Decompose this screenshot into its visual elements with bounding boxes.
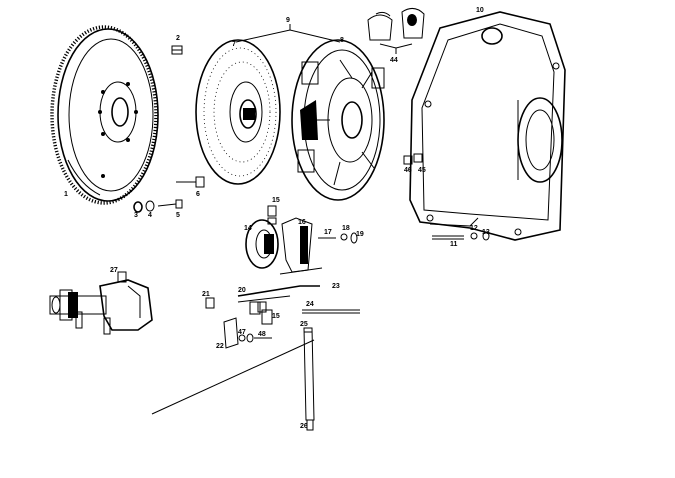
small-bolts-left: [205, 297, 272, 349]
label-20: 20: [238, 287, 246, 294]
label-4: 4: [148, 212, 152, 219]
label-8: 8: [340, 37, 344, 44]
label-21: 21: [202, 291, 210, 298]
cover-pieces: [367, 8, 425, 41]
label-11: 11: [450, 241, 458, 248]
clutch-disc: [195, 39, 281, 185]
label-24: 24: [306, 301, 314, 308]
slave-cylinder: [49, 271, 153, 335]
label-15a: 15: [272, 197, 280, 204]
label-5: 5: [176, 212, 180, 219]
flywheel: [50, 25, 159, 205]
label-1: 1: [64, 191, 68, 198]
leader-line-left: [151, 339, 315, 415]
label-44: 44: [390, 57, 398, 64]
label-15b: 15: [272, 313, 280, 320]
label-19: 19: [356, 231, 364, 238]
label-6: 6: [196, 191, 200, 198]
flywheel-bolts-washers: [133, 45, 205, 213]
label-18: 18: [342, 225, 350, 232]
label-22: 22: [216, 343, 224, 350]
label-2: 2: [176, 35, 180, 42]
shaft-24: [302, 309, 360, 314]
small-bolts-right: [403, 153, 490, 241]
bell-housing: [409, 11, 566, 241]
pressure-plate: [291, 39, 385, 201]
label-47: 47: [238, 329, 246, 336]
label-16: 16: [298, 219, 306, 226]
label-26: 26: [300, 423, 308, 430]
label-10: 10: [476, 7, 484, 14]
label-25: 25: [300, 321, 308, 328]
label-27: 27: [110, 267, 118, 274]
label-48: 48: [258, 331, 266, 338]
label-45: 45: [418, 167, 426, 174]
label-7: 7: [232, 41, 236, 48]
leader-lines: [235, 24, 413, 54]
label-14: 14: [244, 225, 252, 232]
release-fork-clip: [279, 217, 358, 275]
pushrod-25: [303, 327, 315, 431]
release-bearing: [245, 205, 279, 269]
label-3: 3: [134, 212, 138, 219]
label-9: 9: [286, 17, 290, 24]
part-labels: 1 2 3 4 5 6 7 8 9 10 11 12 13 14 15 15 1…: [64, 7, 490, 430]
label-46: 46: [404, 167, 412, 174]
label-12: 12: [470, 225, 478, 232]
label-23: 23: [332, 283, 340, 290]
label-17: 17: [324, 229, 332, 236]
release-lever: [237, 285, 320, 325]
label-13: 13: [482, 229, 490, 236]
